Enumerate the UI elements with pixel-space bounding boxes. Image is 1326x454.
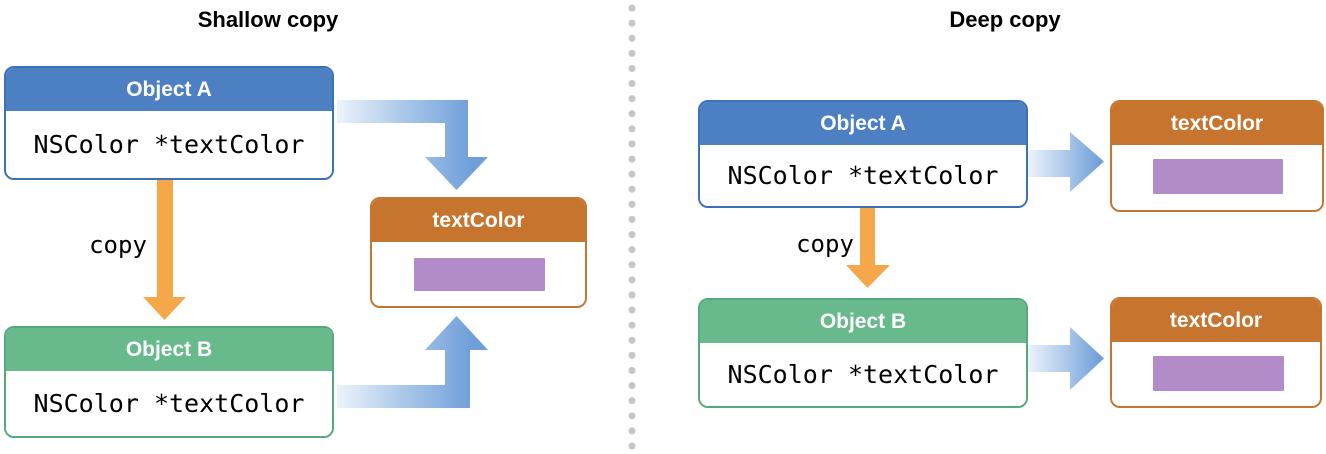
textcolor-box-right-a: textColor: [1110, 100, 1324, 212]
object-b-box-right: Object B NSColor *textColor: [698, 298, 1028, 408]
object-a-field: NSColor *textColor: [33, 130, 305, 159]
reference-arrow-object-b-to-textcolor: [337, 316, 488, 408]
reference-arrow-object-b-to-textcolor-right: [1028, 327, 1104, 390]
object-b-field: NSColor *textColor: [727, 360, 999, 389]
purple-color-swatch: [1153, 356, 1284, 391]
copy-label-right: copy: [796, 230, 854, 258]
shallow-copy-title: Shallow copy: [197, 7, 339, 32]
object-a-header: Object A: [700, 102, 1026, 145]
object-b-header: Object B: [6, 328, 332, 371]
textcolor-header: textColor: [1112, 299, 1320, 342]
reference-arrow-object-a-to-textcolor: [337, 100, 488, 190]
deep-copy-title: Deep copy: [949, 7, 1061, 32]
object-a-header: Object A: [6, 68, 332, 111]
object-b-box-left: Object B NSColor *textColor: [4, 326, 334, 438]
object-a-box-right: Object A NSColor *textColor: [698, 100, 1028, 208]
purple-color-swatch: [414, 258, 545, 291]
object-a-box-left: Object A NSColor *textColor: [4, 66, 334, 180]
textcolor-header: textColor: [372, 199, 585, 242]
reference-arrow-object-a-to-textcolor-right: [1028, 132, 1104, 192]
textcolor-box-left: textColor: [370, 197, 587, 308]
purple-color-swatch: [1153, 159, 1283, 194]
copy-arrow-left: [143, 180, 186, 320]
object-b-header: Object B: [700, 300, 1026, 343]
object-a-field: NSColor *textColor: [727, 161, 999, 190]
copy-label-left: copy: [89, 231, 147, 259]
textcolor-header: textColor: [1112, 102, 1322, 145]
object-b-field: NSColor *textColor: [33, 389, 305, 418]
textcolor-box-right-b: textColor: [1110, 297, 1322, 408]
